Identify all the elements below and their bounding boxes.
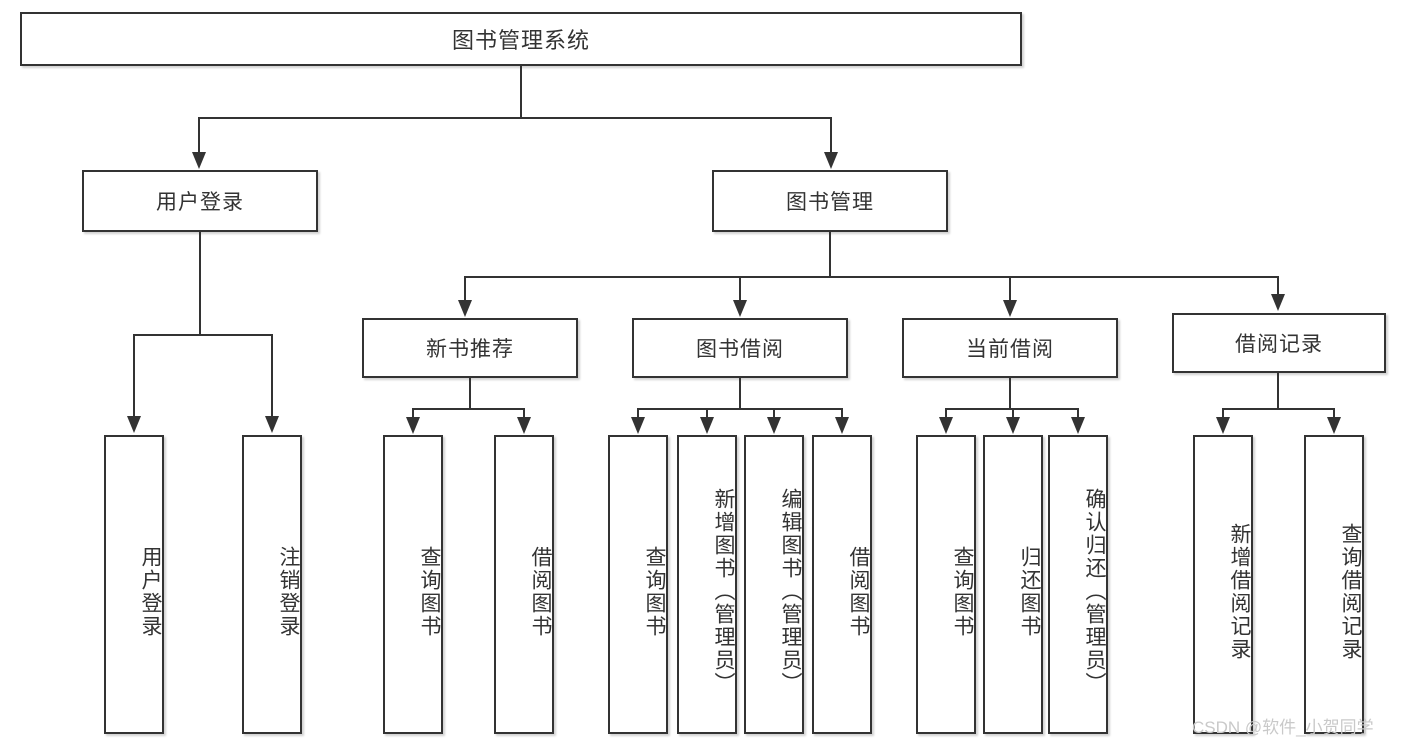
arrow-bm-to-current	[1003, 300, 1017, 317]
arrow-bb-to-leaf-3	[767, 417, 781, 434]
edge-book-borrow-stem	[739, 378, 741, 410]
edge-records-bus	[1222, 408, 1335, 410]
node-label: 图书借阅	[696, 338, 784, 361]
node-current-borrow[interactable]: 当前借阅	[902, 318, 1118, 378]
node-label: 新书推荐	[426, 338, 514, 361]
node-label: 图书管理	[786, 191, 874, 214]
leaf-new-book-query[interactable]: 查询图书	[383, 435, 443, 734]
node-label: 查询借阅记录	[1339, 522, 1362, 661]
edge-root-to-user-login	[198, 117, 200, 154]
leaf-borrow-query-book[interactable]: 查询图书	[608, 435, 668, 734]
node-label: 查询图书	[418, 545, 441, 638]
arrow-bb-to-leaf-1	[631, 417, 645, 434]
edge-records-to-leaf-2	[1333, 408, 1335, 420]
leaf-borrow-add-book-admin[interactable]: 新增图书（管理员）	[677, 435, 737, 734]
edge-root-to-book-management	[830, 117, 832, 154]
edge-records-to-leaf-1	[1222, 408, 1224, 420]
node-book-borrow[interactable]: 图书借阅	[632, 318, 848, 378]
arrow-records-to-leaf-1	[1216, 417, 1230, 434]
node-label: 借阅图书	[847, 545, 870, 638]
edge-bb-to-leaf-3	[773, 408, 775, 420]
edge-bm-to-current	[1009, 276, 1011, 303]
node-label: 查询图书	[951, 545, 974, 638]
node-label: 查询图书	[643, 545, 666, 638]
edge-user-login-bus	[133, 334, 273, 336]
node-label: 新增借阅记录	[1228, 522, 1251, 661]
edge-cb-to-leaf-3	[1077, 408, 1079, 420]
node-root-book-management-system[interactable]: 图书管理系统	[20, 12, 1022, 66]
node-label: 编辑图书（管理员）	[779, 488, 802, 695]
edge-new-book-to-leaf-1	[412, 408, 414, 420]
leaf-new-book-borrow[interactable]: 借阅图书	[494, 435, 554, 734]
arrow-new-book-to-leaf-2	[517, 417, 531, 434]
node-user-login[interactable]: 用户登录	[82, 170, 318, 232]
node-label: 图书管理系统	[451, 28, 590, 53]
leaf-current-query-book[interactable]: 查询图书	[916, 435, 976, 734]
leaf-borrow-edit-book-admin[interactable]: 编辑图书（管理员）	[744, 435, 804, 734]
edge-user-login-stem	[199, 232, 201, 336]
edge-bb-to-leaf-4	[841, 408, 843, 420]
edge-root-stem	[520, 66, 522, 118]
edge-current-borrow-stem	[1009, 378, 1011, 410]
leaf-current-confirm-return-admin[interactable]: 确认归还（管理员）	[1048, 435, 1108, 734]
edge-book-borrow-bus	[637, 408, 843, 410]
arrow-records-to-leaf-2	[1327, 417, 1341, 434]
node-label: 用户登录	[156, 191, 244, 214]
edge-bm-to-records	[1277, 276, 1279, 296]
arrow-root-to-user-login	[192, 152, 206, 169]
edge-new-book-bus	[412, 408, 525, 410]
leaf-add-borrow-record[interactable]: 新增借阅记录	[1193, 435, 1253, 734]
arrow-new-book-to-leaf-1	[406, 417, 420, 434]
edge-records-stem	[1277, 373, 1279, 410]
arrow-cb-to-leaf-1	[939, 417, 953, 434]
edge-root-bus	[198, 117, 832, 119]
edge-new-book-stem	[469, 378, 471, 410]
node-label: 归还图书	[1018, 545, 1041, 638]
edge-bb-to-leaf-1	[637, 408, 639, 420]
leaf-logout[interactable]: 注销登录	[242, 435, 302, 734]
node-new-book-recommend[interactable]: 新书推荐	[362, 318, 578, 378]
node-book-management[interactable]: 图书管理	[712, 170, 948, 232]
edge-bm-to-new-book	[464, 276, 466, 303]
arrow-bm-to-borrow	[733, 300, 747, 317]
arrow-user-login-to-leaf-2	[265, 416, 279, 433]
edge-bm-to-borrow	[739, 276, 741, 303]
arrow-cb-to-leaf-2	[1006, 417, 1020, 434]
arrow-root-to-book-management	[824, 152, 838, 169]
node-label: 新增图书（管理员）	[712, 488, 735, 695]
node-label: 借阅图书	[529, 545, 552, 638]
arrow-bm-to-new-book	[458, 300, 472, 317]
leaf-borrow-borrow-book[interactable]: 借阅图书	[812, 435, 872, 734]
edge-user-login-to-leaf-1	[133, 334, 135, 418]
arrow-bb-to-leaf-2	[700, 417, 714, 434]
arrow-bb-to-leaf-4	[835, 417, 849, 434]
leaf-user-login[interactable]: 用户登录	[104, 435, 164, 734]
leaf-query-borrow-record[interactable]: 查询借阅记录	[1304, 435, 1364, 734]
edge-cb-to-leaf-1	[945, 408, 947, 420]
node-label: 确认归还（管理员）	[1083, 488, 1106, 695]
edge-book-management-stem	[829, 232, 831, 278]
edge-bb-to-leaf-2	[706, 408, 708, 420]
arrow-cb-to-leaf-3	[1071, 417, 1085, 434]
leaf-current-return-book[interactable]: 归还图书	[983, 435, 1043, 734]
csdn-watermark: CSDN @软件_小贺同学	[1192, 718, 1374, 737]
edge-book-management-bus	[464, 276, 1279, 278]
node-label: 当前借阅	[966, 338, 1054, 361]
edge-cb-to-leaf-2	[1012, 408, 1014, 420]
node-label: 借阅记录	[1235, 333, 1323, 356]
node-label: 注销登录	[277, 545, 300, 638]
arrow-user-login-to-leaf-1	[127, 416, 141, 433]
edge-new-book-to-leaf-2	[523, 408, 525, 420]
node-label: 用户登录	[139, 545, 162, 638]
arrow-bm-to-records	[1271, 294, 1285, 311]
edge-user-login-to-leaf-2	[271, 334, 273, 418]
node-borrow-records[interactable]: 借阅记录	[1172, 313, 1386, 373]
